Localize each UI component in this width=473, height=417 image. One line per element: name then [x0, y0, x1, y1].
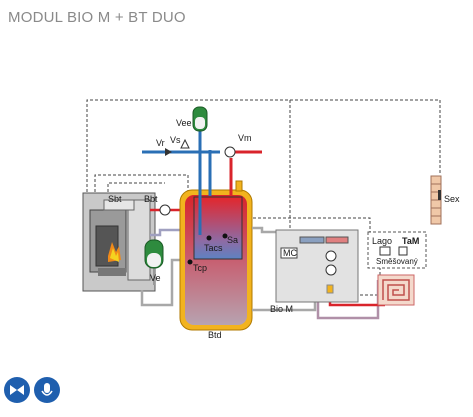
page-title: MODUL BIO M + BT DUO: [8, 9, 186, 26]
label-tam: TaM: [402, 236, 419, 246]
bio-m-module: [275, 229, 359, 303]
dhw-pipes: [142, 130, 262, 235]
floor-heating-icon: [377, 274, 415, 306]
outdoor-sensor: [430, 175, 442, 225]
footer-icons: [4, 377, 60, 403]
label-smesovany: Směšovaný: [376, 257, 418, 266]
expansion-vessel-ve: [144, 239, 164, 285]
valve-icon: [4, 377, 30, 403]
check-valve-vr-icon: [165, 148, 172, 156]
room-controls: [367, 231, 427, 269]
boiler-pump-icon: [159, 204, 171, 216]
boiler: [82, 192, 156, 292]
label-btd: Btd: [208, 330, 222, 340]
label-sbt: Sbt: [108, 194, 122, 204]
label-sa: Sa: [227, 235, 238, 245]
label-vr: Vr: [156, 138, 165, 148]
label-tcp: Tcp: [193, 263, 207, 273]
label-sex: Sex: [444, 194, 460, 204]
label-bbt: Bbt: [144, 194, 158, 204]
label-ve: Ve: [150, 273, 161, 283]
safety-valve-vs-icon: [180, 138, 190, 149]
expansion-vessel-vee: [192, 106, 208, 132]
label-vs: Vs: [170, 135, 181, 145]
label-bio-m: Bio M: [270, 304, 293, 314]
label-lago: Lago: [372, 236, 392, 246]
storage-tank-btd: [179, 180, 253, 331]
sensor-icon: [34, 377, 60, 403]
label-vee: Vee: [176, 118, 192, 128]
mixing-valve-vm-icon: [224, 146, 236, 158]
label-tacs: Tacs: [204, 243, 223, 253]
label-mc: MC: [283, 248, 297, 258]
label-vm: Vm: [238, 133, 252, 143]
